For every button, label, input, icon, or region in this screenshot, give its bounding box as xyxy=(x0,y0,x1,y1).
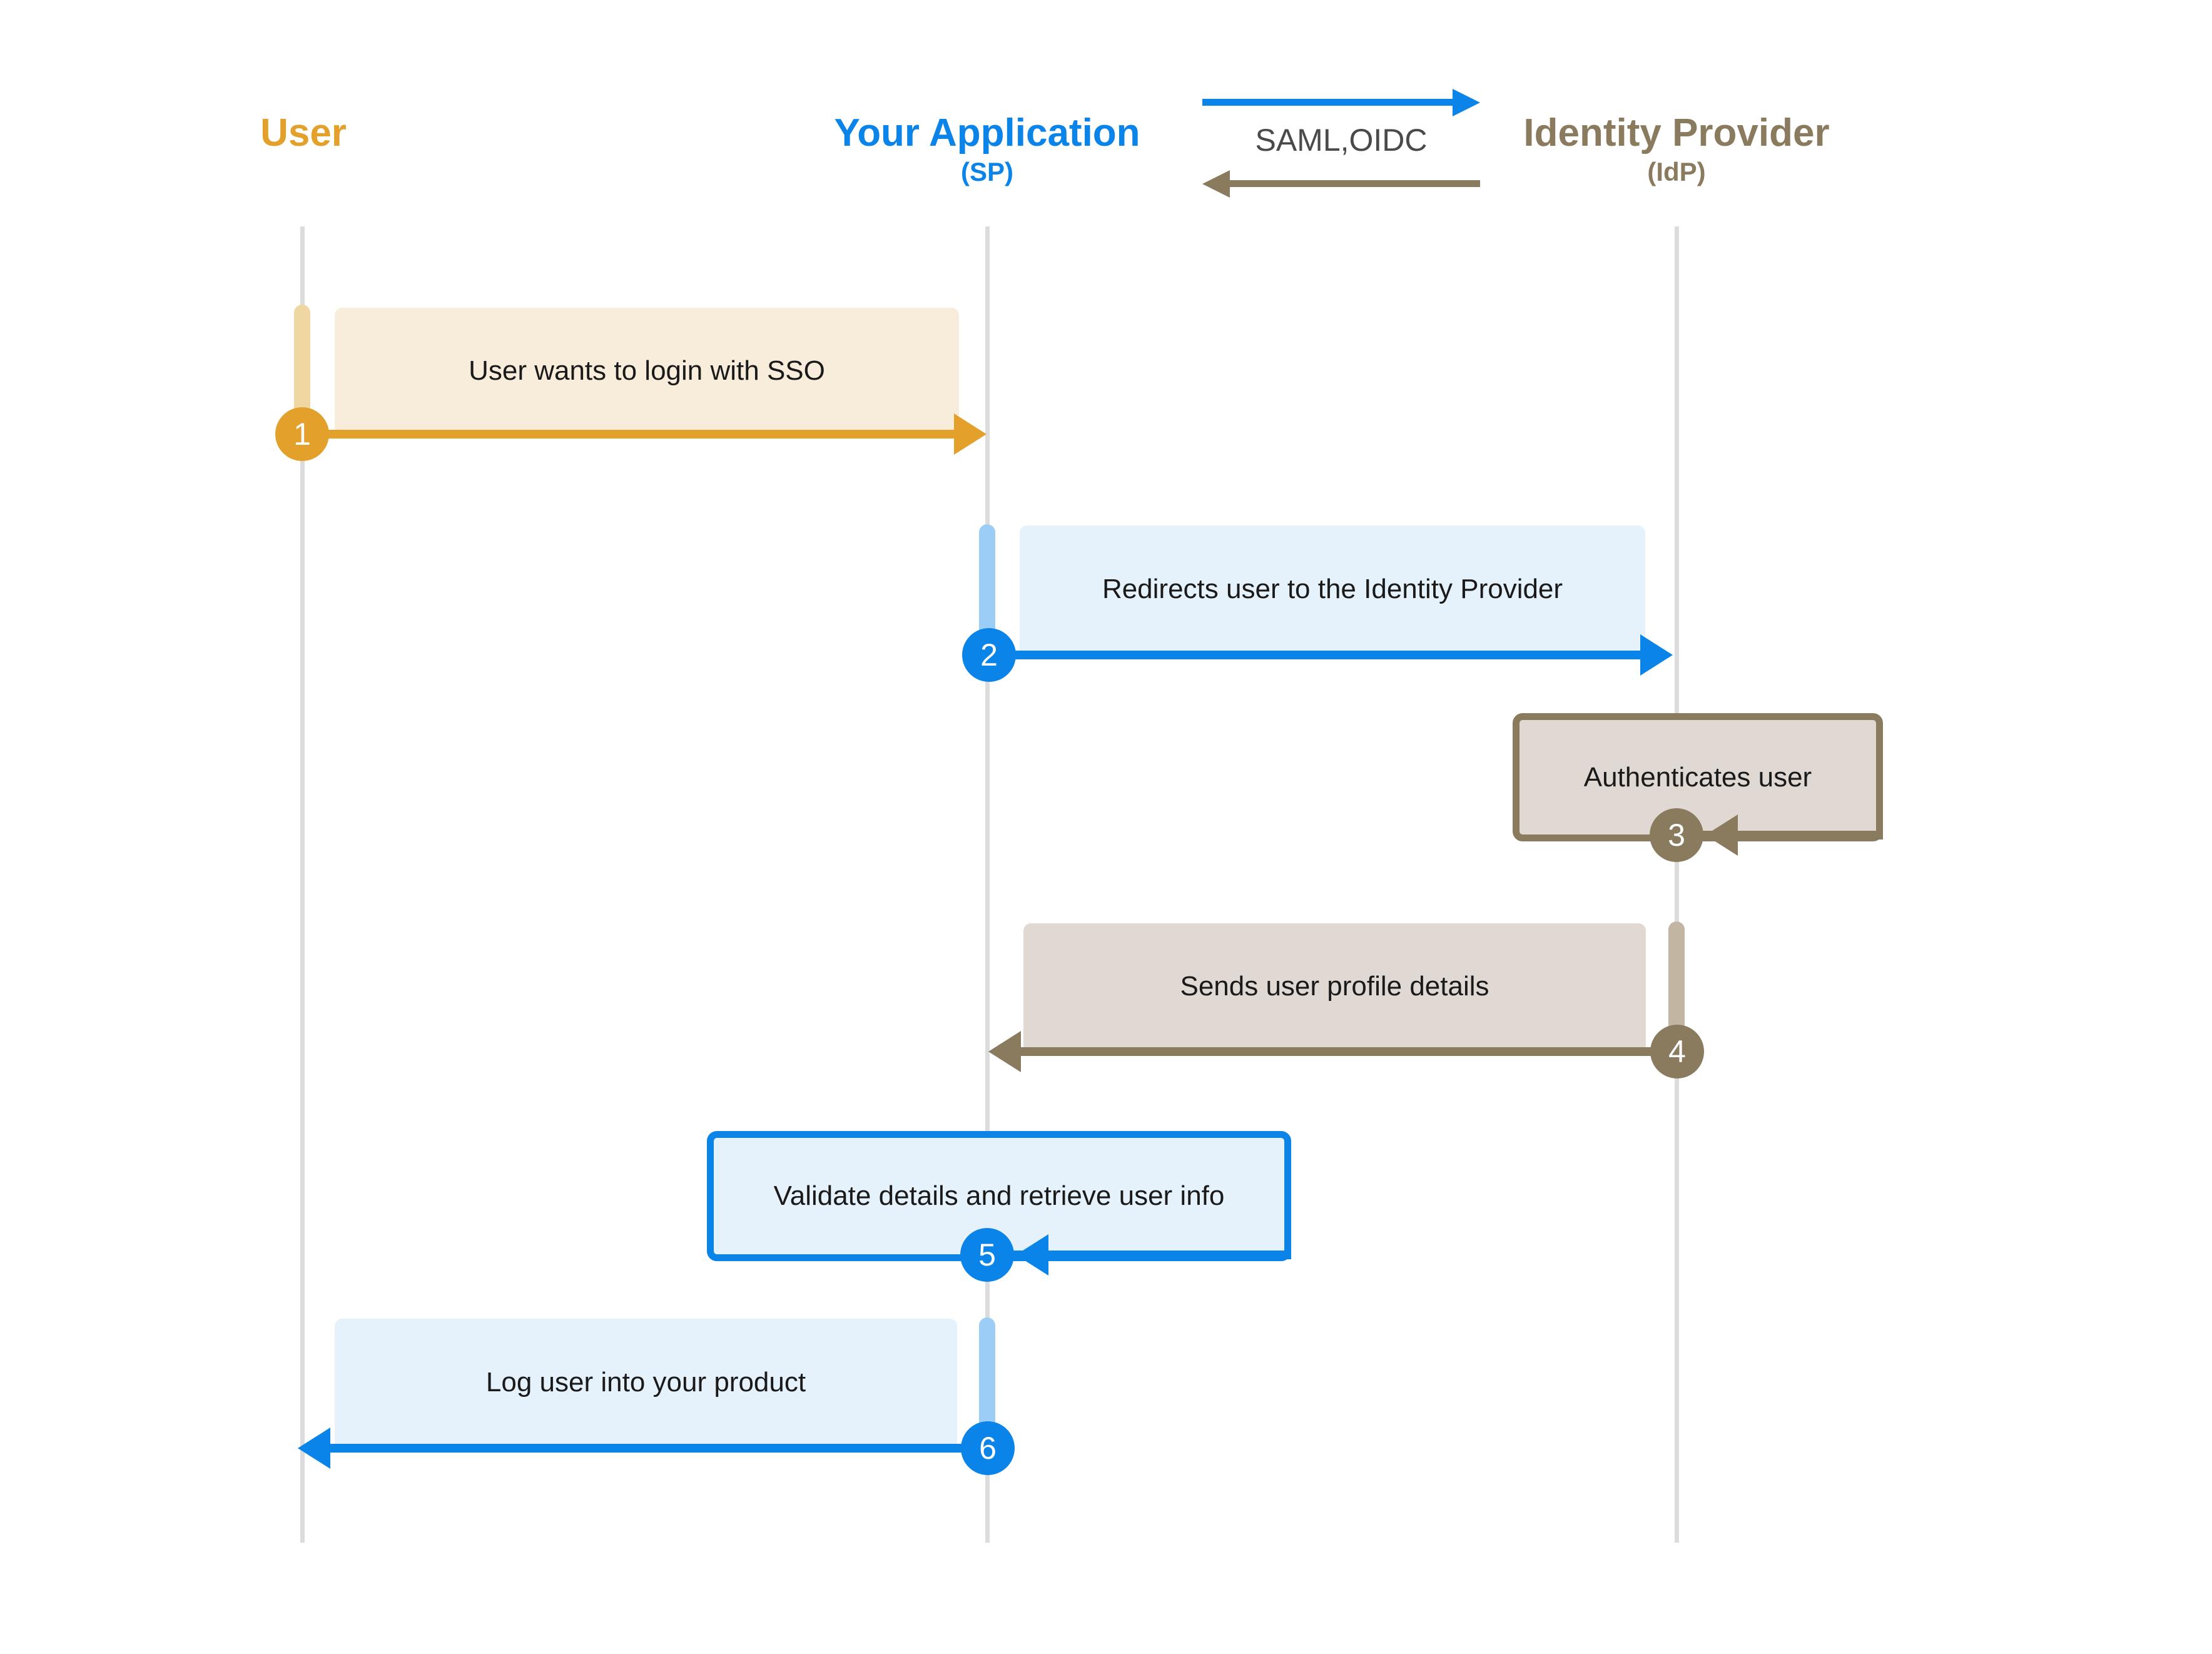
self-loop-arrow-head-left-icon-step-3 xyxy=(1705,814,1738,856)
lifeline-application xyxy=(985,226,990,1543)
message-label-step-1: User wants to login with SSO xyxy=(469,355,825,386)
legend-label: SAML,OIDC xyxy=(1255,123,1428,158)
message-arrow-line-step-1 xyxy=(302,430,954,439)
step-circle-3[interactable]: 3 xyxy=(1650,808,1703,862)
legend-arrow-head-left-icon xyxy=(1202,170,1230,198)
message-arrow-head-left-icon-step-6 xyxy=(298,1428,330,1469)
step-circle-2[interactable]: 2 xyxy=(962,628,1016,682)
self-loop-return-line-step-5 xyxy=(1006,1251,1291,1259)
message-box-step-6: Log user into your product xyxy=(335,1319,957,1446)
step-circle-6[interactable]: 6 xyxy=(961,1421,1015,1475)
message-label-step-4: Sends user profile details xyxy=(1180,971,1489,1002)
message-label-step-2: Redirects user to the Identity Provider xyxy=(1102,574,1563,604)
actor-title-identity-provider: Identity Provider xyxy=(1523,111,1830,155)
message-arrow-line-step-6 xyxy=(330,1444,987,1453)
lifeline-identity-provider xyxy=(1675,226,1679,1543)
message-arrow-head-right-icon-step-1 xyxy=(954,414,987,455)
message-label-step-5: Validate details and retrieve user info xyxy=(773,1180,1225,1211)
actor-title-application: Your Application xyxy=(834,111,1140,155)
message-label-step-3: Authenticates user xyxy=(1583,761,1812,793)
actor-header-user: User xyxy=(169,113,438,156)
actor-title-user: User xyxy=(260,111,347,155)
actor-subtitle-application: (SP) xyxy=(961,157,1013,187)
step-circle-1[interactable]: 1 xyxy=(275,407,329,461)
message-box-step-4: Sends user profile details xyxy=(1023,923,1646,1050)
self-loop-arrow-head-left-icon-step-5 xyxy=(1016,1234,1048,1276)
legend-arrow-line-top xyxy=(1202,99,1453,106)
message-arrow-head-left-icon-step-4 xyxy=(988,1031,1021,1072)
step-circle-5[interactable]: 5 xyxy=(960,1228,1014,1282)
actor-subtitle-identity-provider: (IdP) xyxy=(1647,157,1706,187)
lifeline-user xyxy=(300,226,305,1543)
message-label-step-6: Log user into your product xyxy=(485,1367,806,1398)
step-circle-4[interactable]: 4 xyxy=(1650,1025,1704,1078)
message-arrow-head-right-icon-step-2 xyxy=(1640,634,1673,676)
message-box-step-2: Redirects user to the Identity Provider xyxy=(1020,525,1645,653)
self-loop-return-line-step-3 xyxy=(1695,831,1883,840)
message-arrow-line-step-2 xyxy=(987,651,1640,659)
legend-arrow-line-bottom xyxy=(1230,180,1480,187)
actor-header-application: Your Application (SP) xyxy=(768,113,1206,189)
message-box-step-1: User wants to login with SSO xyxy=(335,308,959,434)
message-arrow-line-step-4 xyxy=(1021,1047,1675,1056)
actor-header-identity-provider: Identity Provider (IdP) xyxy=(1458,113,1895,189)
legend-arrow-head-right-icon xyxy=(1453,89,1480,116)
